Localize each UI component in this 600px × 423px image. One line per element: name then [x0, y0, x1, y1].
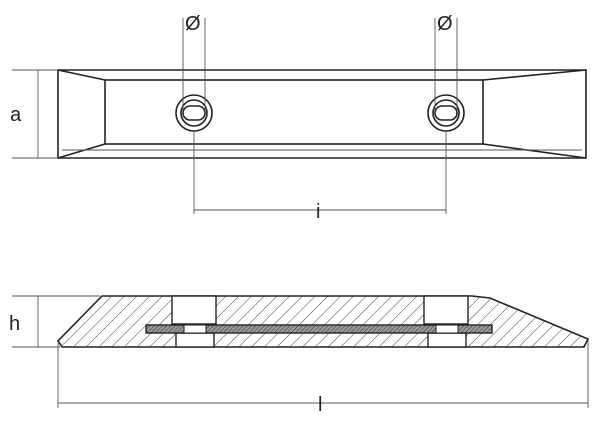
- diameter-label-left: Ø: [185, 13, 201, 35]
- dimension-l: [57, 340, 589, 408]
- dimension-i: [193, 130, 447, 214]
- height-label-a: a: [10, 104, 22, 126]
- section-view: [12, 295, 590, 408]
- dimension-a: [12, 69, 58, 159]
- thickness-label-h: h: [9, 313, 20, 335]
- top-view-bevels: [57, 69, 587, 159]
- top-view-inner-face: [104, 79, 484, 145]
- left-bolt-recess: [171, 295, 217, 325]
- right-mounting-hole: [427, 94, 465, 132]
- spacing-label-i: i: [316, 201, 320, 223]
- diameter-dimensions: [182, 18, 458, 110]
- left-mounting-hole: [175, 94, 213, 132]
- right-bolt-lower: [427, 332, 467, 348]
- top-view-outline: [57, 69, 587, 159]
- length-label-l: l: [318, 394, 322, 416]
- plate-hole-right: [435, 324, 459, 334]
- top-view: [12, 18, 587, 214]
- plate-hole-left: [183, 324, 207, 334]
- diameter-label-right: Ø: [437, 13, 453, 35]
- insert-plate: [145, 324, 493, 334]
- right-bolt-recess: [423, 295, 469, 325]
- left-bolt-lower: [175, 332, 215, 348]
- dimension-h: [12, 295, 100, 348]
- section-body: [56, 295, 590, 348]
